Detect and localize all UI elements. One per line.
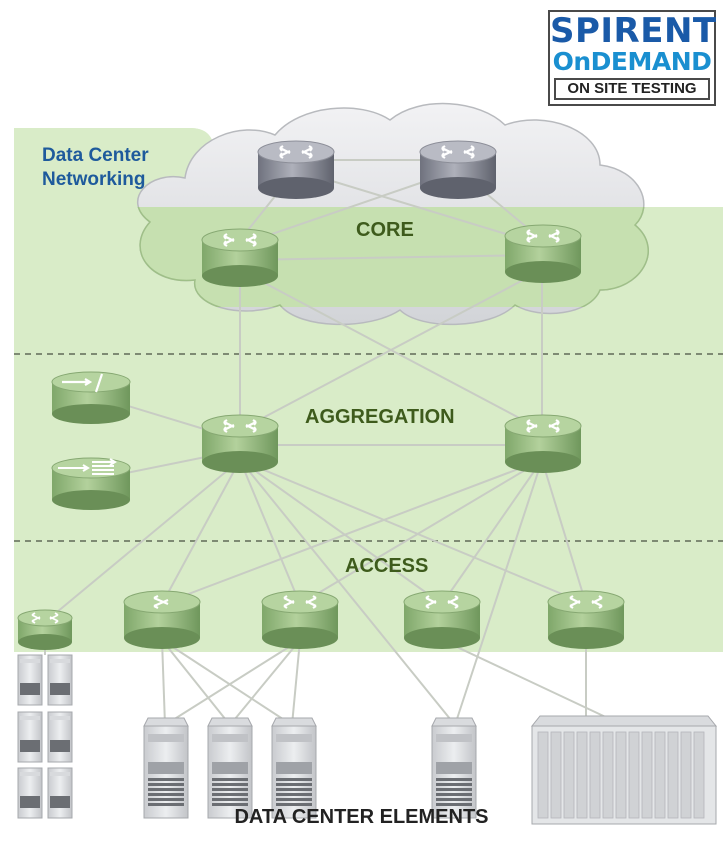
firewall-device <box>51 371 131 424</box>
tower-server-2 <box>207 717 253 819</box>
layer-label-aggregation: AGGREGATION <box>305 406 455 428</box>
tower-server-3 <box>271 717 317 819</box>
tower-server-1 <box>143 717 189 819</box>
core-router-left <box>201 228 279 287</box>
access-switch-3 <box>403 590 481 649</box>
spirent-logo: SPIRENT OnDEMAND ON SITE TESTING <box>548 10 716 106</box>
layer-label-core: CORE <box>356 219 414 241</box>
core-router-gray-right <box>419 140 497 199</box>
logo-tagline: ON SITE TESTING <box>554 78 710 100</box>
core-router-right <box>504 224 582 283</box>
footer-title: DATA CENTER ELEMENTS <box>234 806 489 828</box>
core-router-gray-left <box>257 140 335 199</box>
server-stack-left <box>17 654 73 819</box>
access-switch-1 <box>123 590 201 649</box>
aggregation-router-left <box>201 414 279 473</box>
logo-product: OnDEMAND <box>552 47 712 76</box>
section-tag: Data Center Networking <box>42 144 149 192</box>
access-switch-4 <box>547 590 625 649</box>
access-switch-2 <box>261 590 339 649</box>
tower-server-4 <box>431 717 477 819</box>
access-switch-small <box>17 609 73 650</box>
logo-brand: SPIRENT <box>550 11 717 51</box>
section-tag-line2: Networking <box>42 169 146 190</box>
layer-label-access: ACCESS <box>345 555 429 577</box>
core-cloud <box>136 102 649 326</box>
section-tag-line1: Data Center <box>42 145 149 166</box>
load-balancer-device <box>51 457 131 510</box>
aggregation-router-right <box>504 414 582 473</box>
storage-array <box>530 715 718 825</box>
